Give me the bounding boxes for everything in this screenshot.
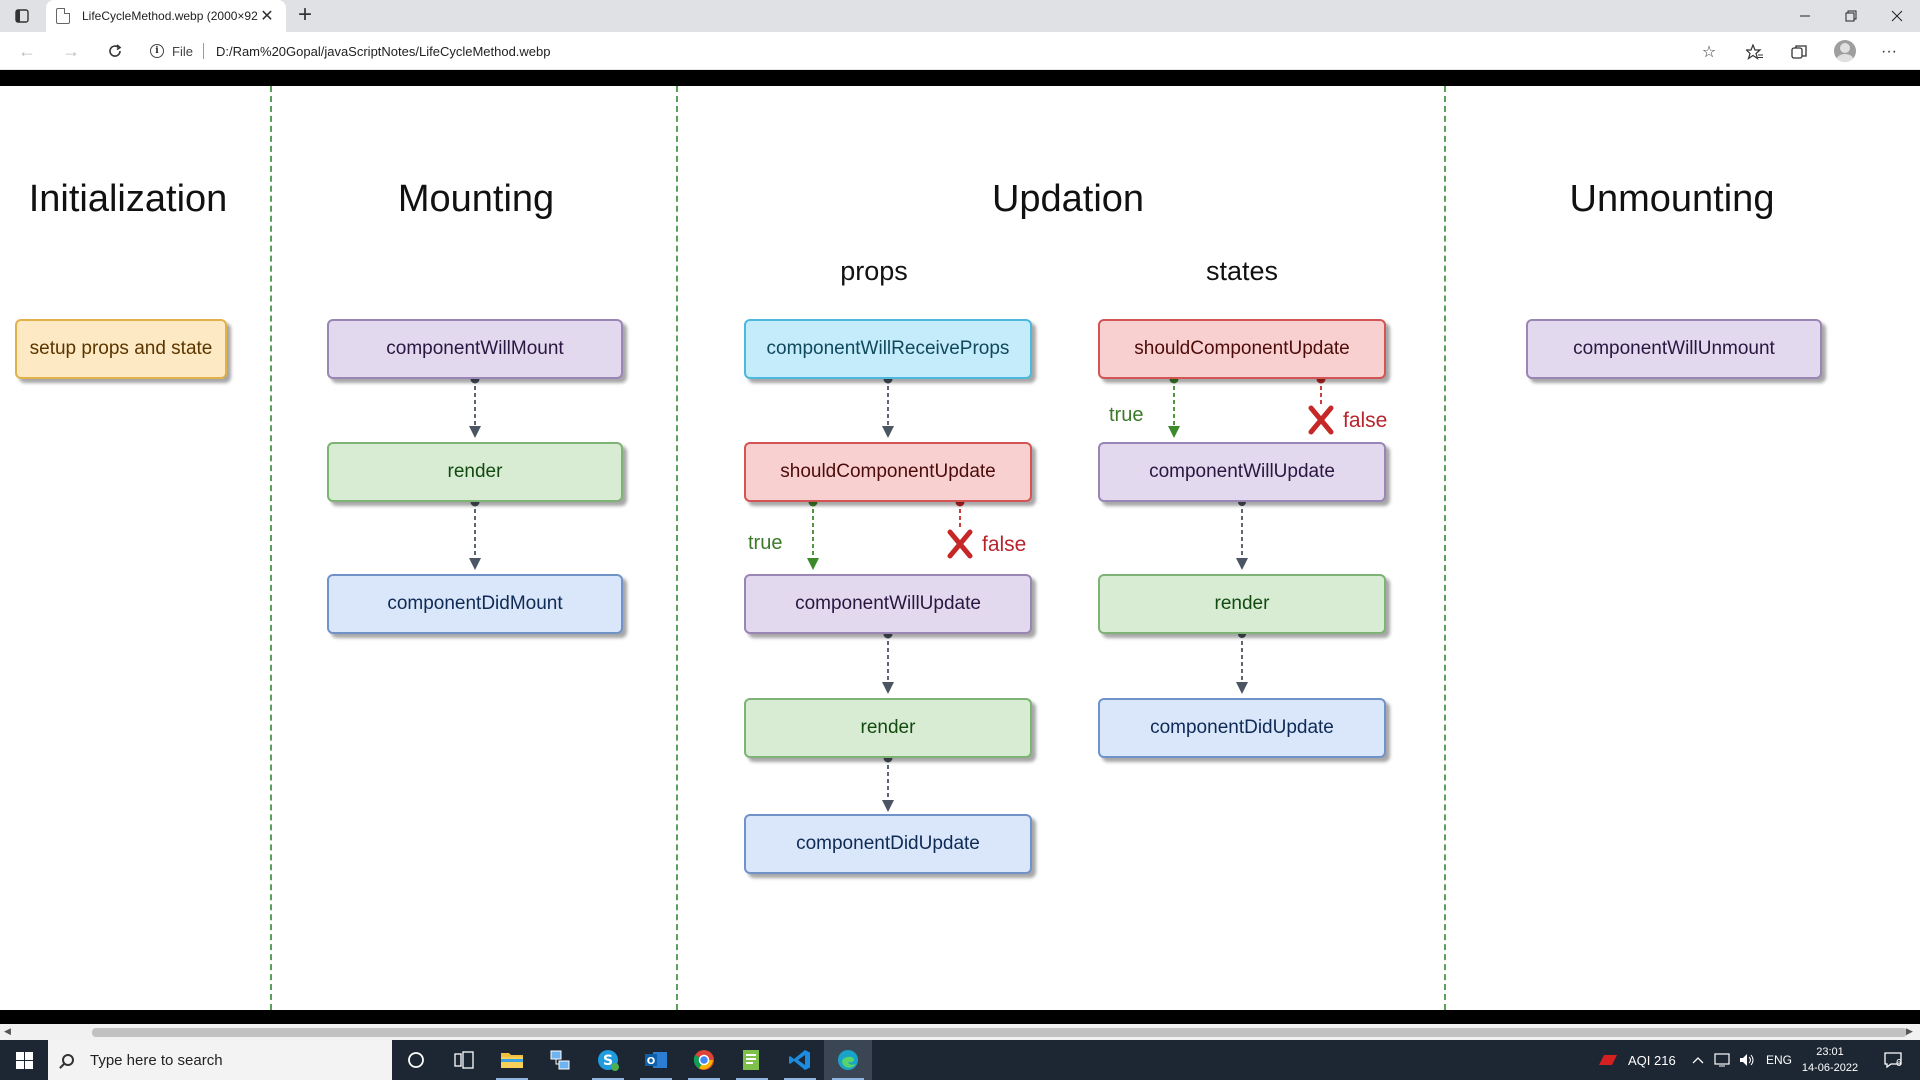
aqi-text: AQI 216 bbox=[1628, 1052, 1676, 1068]
forward-icon[interactable]: → bbox=[62, 40, 80, 61]
viewer-top-band bbox=[0, 70, 1920, 86]
network-icon[interactable] bbox=[1714, 1040, 1732, 1080]
refresh-icon[interactable] bbox=[100, 37, 130, 65]
node-component-will-mount: componentWillMount bbox=[327, 319, 623, 379]
clock-date: 14-06-2022 bbox=[1801, 1062, 1859, 1074]
node-setup-props-and-state: setup props and state bbox=[15, 319, 227, 379]
taskbar-search-box[interactable]: Type here to search bbox=[48, 1040, 392, 1080]
new-tab-button[interactable]: + bbox=[297, 1, 312, 28]
skype-icon[interactable]: S bbox=[584, 1040, 632, 1080]
scroll-right-icon[interactable]: ▶ bbox=[1906, 1026, 1913, 1036]
column-divider bbox=[270, 86, 272, 1010]
tray-overflow-icon[interactable] bbox=[1692, 1040, 1704, 1080]
states-false-label: false bbox=[1343, 409, 1388, 432]
search-icon bbox=[62, 1054, 74, 1066]
notification-count: 6 bbox=[1896, 1058, 1902, 1069]
task-view-icon[interactable] bbox=[440, 1040, 488, 1080]
phase-updation-title: Updation bbox=[991, 178, 1145, 220]
node-props-component-will-update: componentWillUpdate bbox=[744, 574, 1032, 634]
file-explorer-icon[interactable] bbox=[488, 1040, 536, 1080]
node-component-will-unmount: componentWillUnmount bbox=[1526, 319, 1822, 379]
scrollbar-thumb[interactable] bbox=[92, 1028, 1907, 1037]
node-mount-render: render bbox=[327, 442, 623, 502]
states-subheading: states bbox=[1205, 256, 1279, 286]
collections-icon[interactable] bbox=[1784, 39, 1814, 65]
node-states-should-component-update: shouldComponentUpdate bbox=[1098, 319, 1386, 379]
info-icon[interactable]: i bbox=[150, 44, 164, 58]
column-divider bbox=[676, 86, 678, 1010]
false-cross-icon bbox=[947, 405, 1334, 559]
back-icon[interactable]: ← bbox=[18, 40, 36, 61]
props-true-label: true bbox=[748, 532, 783, 554]
profile-icon[interactable] bbox=[1834, 40, 1856, 62]
notification-icon[interactable]: 6 bbox=[1878, 1040, 1908, 1080]
node-states-component-will-update: componentWillUpdate bbox=[1098, 442, 1386, 502]
scroll-left-icon[interactable]: ◀ bbox=[4, 1026, 11, 1036]
node-component-will-receive-props: componentWillReceiveProps bbox=[744, 319, 1032, 379]
node-component-did-mount: componentDidMount bbox=[327, 574, 623, 634]
node-states-component-did-update: componentDidUpdate bbox=[1098, 698, 1386, 758]
windows-logo-icon bbox=[15, 1051, 33, 1069]
tab-title: LifeCycleMethod.webp (2000×92… bbox=[82, 9, 258, 23]
notepad-app-icon[interactable] bbox=[728, 1040, 776, 1080]
clock[interactable]: 23:01 14-06-2022 bbox=[1798, 1040, 1862, 1080]
browser-tab[interactable]: LifeCycleMethod.webp (2000×92… ✕ bbox=[46, 0, 286, 32]
node-props-should-component-update: shouldComponentUpdate bbox=[744, 442, 1032, 502]
address-separator bbox=[202, 43, 204, 59]
aqi-widget[interactable]: AQI 216 bbox=[1596, 1040, 1676, 1080]
connector-layer bbox=[469, 374, 1334, 812]
search-placeholder: Type here to search bbox=[90, 1051, 223, 1069]
node-states-render: render bbox=[1098, 574, 1386, 634]
props-false-label: false bbox=[982, 533, 1027, 556]
navigation-bar: ← → i File D:/Ram%20Gopal/javaScriptNote… bbox=[0, 32, 1920, 70]
lifecycle-diagram: Initialization Mounting Updation Unmount… bbox=[0, 86, 1920, 1010]
volume-icon[interactable] bbox=[1738, 1040, 1756, 1080]
node-props-render: render bbox=[744, 698, 1032, 758]
favorites-icon[interactable] bbox=[1740, 39, 1770, 65]
more-icon[interactable]: ··· bbox=[1881, 43, 1897, 60]
svg-text:O: O bbox=[647, 1056, 656, 1067]
add-favorite-icon[interactable]: ☆ bbox=[1701, 44, 1717, 61]
phase-mounting-title: Mounting bbox=[397, 178, 555, 220]
clock-time: 23:01 bbox=[1816, 1046, 1844, 1058]
aqi-icon bbox=[1599, 1055, 1617, 1065]
node-props-component-did-update: componentDidUpdate bbox=[744, 814, 1032, 874]
address-bar[interactable]: i File D:/Ram%20Gopal/javaScriptNotes/Li… bbox=[150, 36, 1730, 66]
phase-initialization-title: Initialization bbox=[28, 178, 228, 220]
chrome-icon[interactable] bbox=[680, 1040, 728, 1080]
vscode-icon[interactable] bbox=[776, 1040, 824, 1080]
states-connectors bbox=[1168, 374, 1326, 694]
address-scheme: File bbox=[172, 43, 193, 59]
network-app-icon[interactable] bbox=[536, 1040, 584, 1080]
close-icon[interactable] bbox=[1874, 0, 1920, 32]
edge-icon[interactable] bbox=[824, 1040, 872, 1080]
file-icon bbox=[56, 8, 70, 24]
language-indicator[interactable]: ENG bbox=[1766, 1053, 1793, 1067]
column-divider bbox=[1444, 86, 1446, 1010]
states-true-label: true bbox=[1109, 404, 1144, 426]
tab-bar: LifeCycleMethod.webp (2000×92… ✕ + bbox=[0, 0, 1920, 32]
start-button[interactable] bbox=[0, 1040, 48, 1080]
cortana-icon[interactable] bbox=[392, 1040, 440, 1080]
windows-taskbar: Type here to search S O AQI 216 ENG bbox=[0, 1040, 1920, 1080]
viewer-bottom-band bbox=[0, 1010, 1920, 1024]
tab-actions-icon[interactable] bbox=[2, 4, 42, 28]
minimize-icon[interactable] bbox=[1782, 0, 1828, 32]
restore-icon[interactable] bbox=[1828, 0, 1874, 32]
svg-text:S: S bbox=[603, 1053, 613, 1069]
phase-unmounting-title: Unmounting bbox=[1569, 178, 1775, 220]
horizontal-scrollbar[interactable]: ◀ ▶ bbox=[0, 1024, 1920, 1040]
props-subheading: props bbox=[840, 256, 908, 286]
address-url[interactable]: D:/Ram%20Gopal/javaScriptNotes/LifeCycle… bbox=[215, 43, 551, 59]
outlook-icon[interactable]: O bbox=[632, 1040, 680, 1080]
tab-close-button[interactable]: ✕ bbox=[260, 8, 274, 25]
